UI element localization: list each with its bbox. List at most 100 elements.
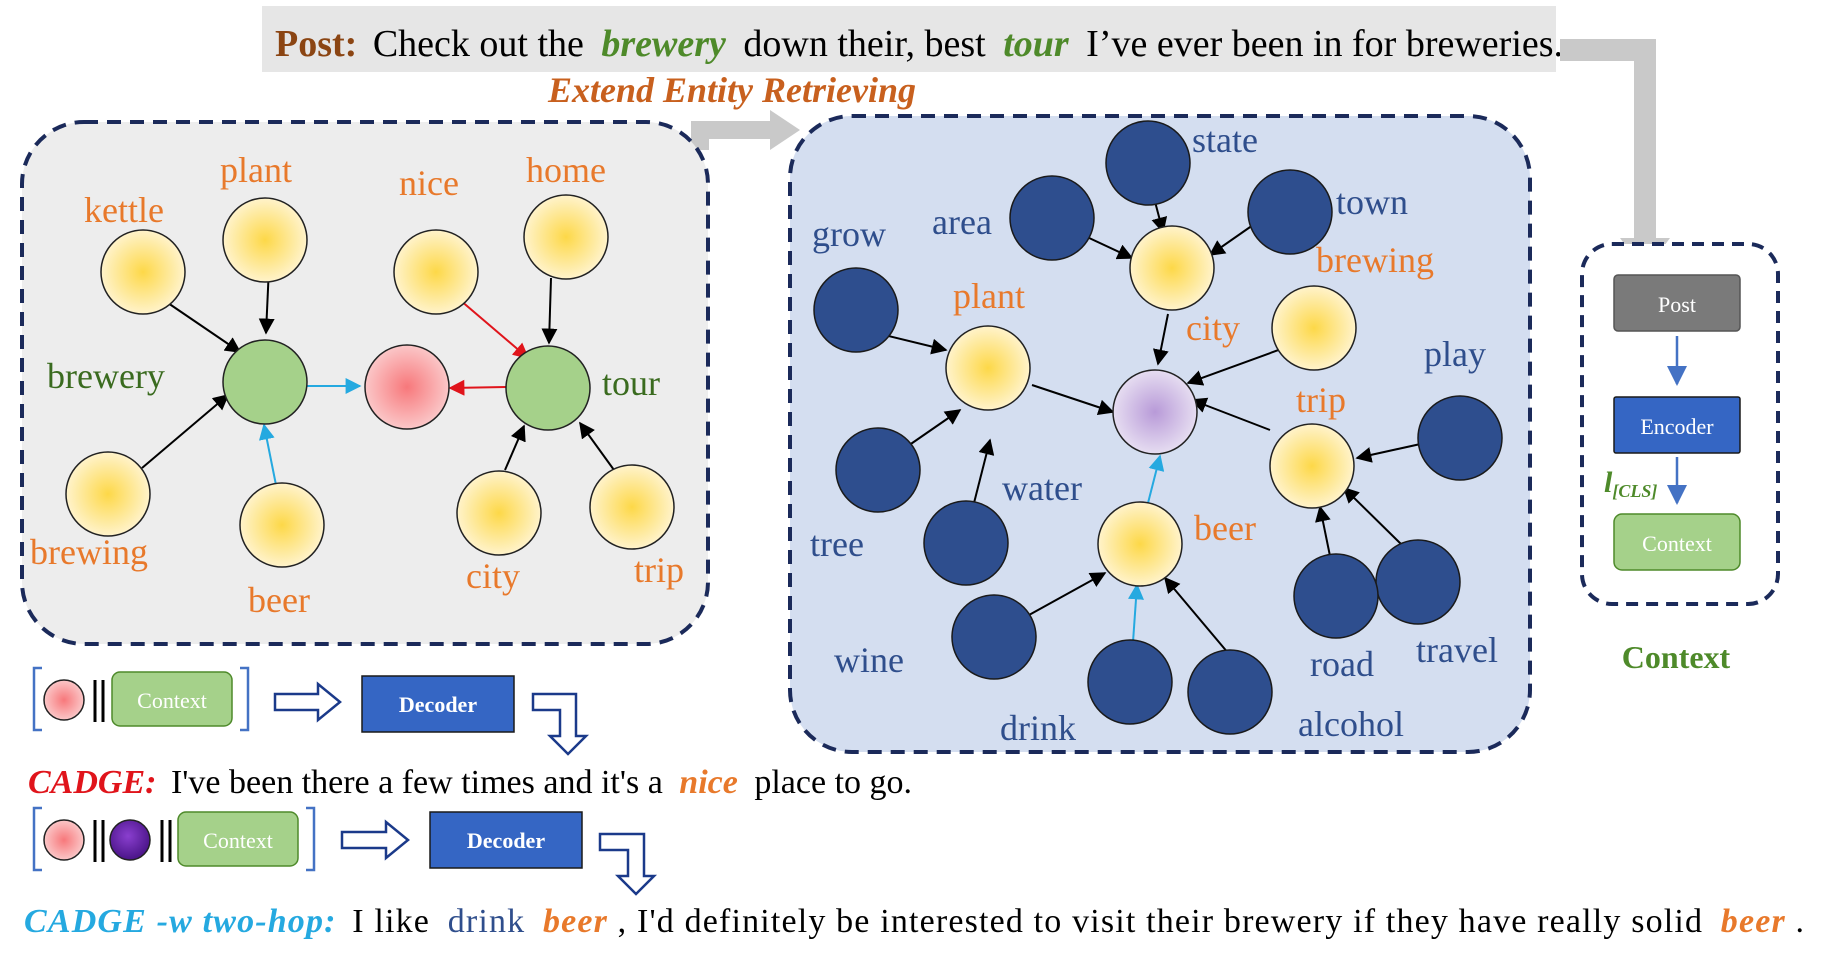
- node2-tree: [835, 427, 921, 513]
- extend-entity-label: Extend Entity Retrieving: [547, 70, 916, 110]
- label2-grow: grow: [812, 214, 886, 254]
- label-kettle: kettle: [84, 190, 164, 230]
- node2-alcohol: [1187, 649, 1273, 735]
- node2-road: [1293, 553, 1379, 639]
- label-home: home: [526, 150, 606, 190]
- node-response-entity: [364, 344, 450, 430]
- label-plant: plant: [220, 150, 292, 190]
- node2-brewing: [1271, 285, 1357, 371]
- node-brewing: [65, 451, 151, 537]
- context-output-label: Context: [1642, 531, 1712, 556]
- label2-drink: drink: [1000, 708, 1076, 748]
- node2-water: [923, 500, 1009, 586]
- row1-response: CADGE: I've been there a few times and i…: [28, 764, 912, 801]
- node-home: [523, 194, 609, 280]
- row2-beer-1: beer: [543, 903, 608, 940]
- label2-water: water: [1002, 468, 1082, 508]
- label2-area: area: [932, 202, 992, 242]
- node2-town: [1247, 169, 1333, 255]
- node2-grow: [813, 267, 899, 353]
- label2-alcohol: alcohol: [1298, 704, 1404, 744]
- label-brewing: brewing: [30, 532, 148, 572]
- row2-response: CADGE -w two-hop: I like drink beer , I'…: [24, 903, 1804, 940]
- row2-response-entity-node: [43, 819, 85, 861]
- context-post-label: Post: [1658, 292, 1696, 317]
- node-brewery: [222, 339, 308, 425]
- label-brewery: brewery: [47, 356, 165, 396]
- label-beer: beer: [248, 580, 310, 620]
- post-text: Post: Check out the brewery down their, …: [275, 23, 1563, 65]
- row1-context-box: [111, 671, 233, 727]
- node-city: [456, 470, 542, 556]
- node2-city: [1129, 225, 1215, 311]
- encoder-label: Encoder: [1640, 414, 1714, 439]
- cls-token-label: l[CLS]: [1604, 466, 1657, 501]
- label2-beer: beer: [1194, 508, 1256, 548]
- post-entity-tour: tour: [1003, 23, 1070, 65]
- context-output-box: [1613, 513, 1741, 571]
- row1-response-entity-node: [43, 679, 85, 721]
- label2-play: play: [1424, 334, 1486, 374]
- label2-town: town: [1336, 182, 1408, 222]
- context-post-box: [1613, 274, 1741, 332]
- label-tour: tour: [602, 363, 660, 403]
- row1-model-label: CADGE:: [28, 764, 156, 801]
- row2-drink: drink: [448, 903, 524, 940]
- row2-context-label: Context: [203, 828, 273, 853]
- label2-tree: tree: [810, 524, 864, 564]
- post-to-context-arrow: [1560, 39, 1656, 240]
- node2-plant: [945, 325, 1031, 411]
- label2-trip: trip: [1296, 380, 1346, 420]
- row2-beer-2: beer: [1721, 903, 1786, 940]
- post-entity-brewery: brewery: [601, 23, 726, 65]
- one-hop-edges: [141, 244, 615, 486]
- node-trip: [589, 464, 675, 550]
- label-nice: nice: [399, 163, 459, 203]
- row2-context-box: [177, 811, 299, 867]
- node2-trip: [1269, 423, 1355, 509]
- row2-two-hop-entity-node: [109, 819, 151, 861]
- label2-city: city: [1186, 308, 1240, 348]
- row2-decoder-label: Decoder: [467, 828, 545, 853]
- node2-area: [1009, 175, 1095, 261]
- node2-beer: [1097, 501, 1183, 587]
- node-nice: [393, 229, 479, 315]
- two-hop-nodes: [813, 120, 1503, 735]
- node-tour: [505, 345, 591, 431]
- node2-travel: [1375, 539, 1461, 625]
- node2-wine: [951, 594, 1037, 680]
- row1-decoder-label: Decoder: [399, 692, 477, 717]
- one-hop-labels: kettle plant nice home brewery tour brew…: [30, 150, 684, 620]
- row1-output-arrow: [531, 692, 590, 756]
- label2-plant: plant: [953, 276, 1025, 316]
- two-hop-labels: state town grow area brewing plant city …: [810, 120, 1498, 748]
- label2-state: state: [1192, 120, 1258, 160]
- label2-brewing: brewing: [1316, 240, 1434, 280]
- node-beer: [239, 482, 325, 568]
- extend-arrow: [691, 121, 775, 150]
- encoder-box: [1613, 396, 1741, 454]
- node2-drink: [1087, 639, 1173, 725]
- label-city: city: [466, 556, 520, 596]
- row2-model-label: CADGE -w two-hop:: [24, 903, 335, 940]
- row2-output-arrow: [598, 832, 658, 896]
- row1-arrow: [273, 681, 342, 723]
- row2-input: Context: [32, 806, 316, 872]
- node2-two-hop-entity: [1112, 369, 1198, 455]
- row1-context-label: Context: [137, 688, 207, 713]
- one-hop-nodes: [65, 194, 675, 568]
- context-caption: Context: [1622, 639, 1731, 675]
- row1-keyword: nice: [679, 764, 738, 801]
- post-label: Post:: [275, 23, 357, 65]
- node-plant: [222, 197, 308, 283]
- node-kettle: [100, 229, 186, 315]
- node2-state: [1105, 120, 1191, 206]
- label2-travel: travel: [1416, 630, 1498, 670]
- row2-arrow: [340, 819, 410, 861]
- label2-wine: wine: [834, 640, 904, 680]
- post-banner: [262, 6, 1556, 72]
- label2-road: road: [1310, 644, 1374, 684]
- row1-input: Context: [32, 666, 250, 732]
- node2-play: [1417, 395, 1503, 481]
